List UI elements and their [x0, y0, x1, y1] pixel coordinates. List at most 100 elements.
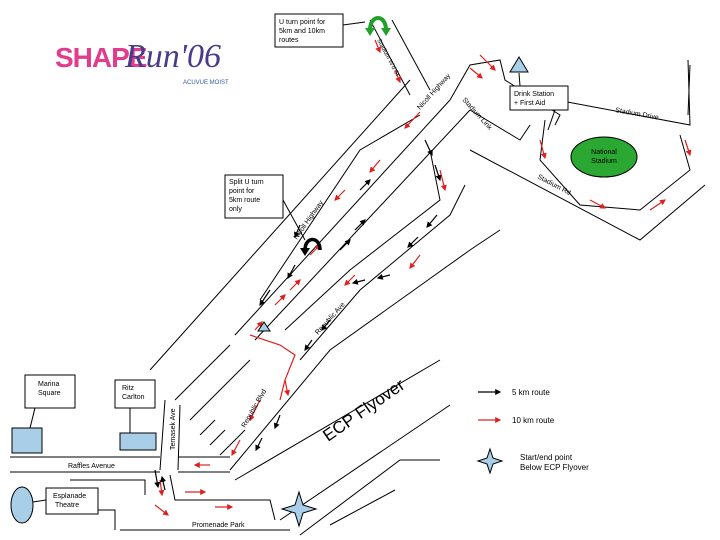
callout-text: Carlton	[122, 394, 145, 401]
arrow-10km	[154, 504, 169, 516]
road-label-stadium-drive: Stadium Drive	[615, 107, 660, 122]
arrow-5km	[259, 289, 271, 306]
legend-start-label-1: Start/end point	[520, 453, 573, 462]
logo-shape-text: SHAPE	[55, 42, 147, 73]
callout-text: only	[229, 206, 242, 213]
republic-ave-1	[299, 184, 466, 361]
route-arrows	[154, 39, 692, 516]
arrow-5km	[351, 278, 366, 285]
road-label-small-street: Stadium W'd St	[375, 38, 400, 77]
stadium-link-2	[469, 109, 531, 141]
ecp-flyover-edge-4	[329, 489, 396, 526]
republic-blvd-1	[174, 344, 231, 401]
arrow-5km	[287, 264, 296, 280]
stadium-drive	[529, 59, 691, 126]
callout-uturn-both: U turn point for 5km and 10km routes	[274, 13, 366, 48]
stadium-link-1	[449, 59, 561, 126]
arrow-10km	[158, 479, 165, 497]
arrow-5km	[321, 319, 331, 331]
logo-run-text: Run'06	[125, 38, 222, 75]
arrow-5km	[255, 437, 263, 452]
legend-start-label-2: Below ECP Flyover	[520, 463, 589, 472]
inner-road-1	[259, 114, 421, 301]
arrow-5km	[354, 219, 366, 231]
stadium-label-1: National	[591, 149, 617, 156]
promenade-top	[169, 474, 276, 521]
shape-run-logo: SHAPE Run'06 ACUVUE MOIST	[55, 38, 255, 98]
callout-marina-square: Marina Square	[24, 374, 76, 429]
arrow-10km	[589, 199, 607, 209]
arrow-5km	[339, 239, 351, 251]
arrow-10km	[409, 254, 421, 269]
triangle-marker-icon	[509, 56, 529, 73]
arrow-10km	[274, 294, 286, 306]
stadium-rd	[469, 149, 706, 241]
arrow-5km	[160, 475, 167, 491]
stadium-street-left	[369, 19, 411, 96]
arrow-5km	[434, 164, 442, 182]
arrow-10km	[469, 67, 483, 79]
temasek-ave-right	[177, 404, 181, 471]
arrow-10km	[684, 139, 692, 157]
legend-10km-label: 10 km route	[512, 416, 555, 425]
road-label-stadium-rd: Stadium Rd	[536, 174, 572, 197]
esplanade-theatre-building	[10, 486, 34, 524]
temasek-ave-left	[159, 399, 166, 471]
arrow-10km	[344, 274, 356, 286]
arrow-5km	[304, 339, 313, 351]
arrow-5km	[407, 236, 419, 248]
arrow-10km	[369, 159, 381, 173]
route-10km-loop	[249, 334, 296, 401]
u-turn-arrow-icon	[365, 16, 391, 36]
callout-text: Square	[38, 390, 61, 397]
triangle-marker-icon	[257, 321, 271, 332]
arrow-10km	[439, 169, 447, 192]
callout-text: 5km and 10km	[279, 28, 325, 35]
stadium-label-2: Stadium	[591, 158, 617, 165]
road-label-republic-ave: Republic Ave	[314, 301, 347, 336]
arrow-5km	[154, 469, 161, 489]
callout-text: U turn point for	[279, 19, 326, 26]
ritz-carlton-building	[119, 432, 157, 451]
republic-ave-2	[229, 229, 501, 471]
esplanade-road-top	[70, 479, 146, 495]
road-label-republic-blvd: Republic Blvd	[241, 388, 269, 429]
callout-text: routes	[279, 37, 299, 44]
road-network	[10, 19, 706, 536]
arrow-10km	[539, 139, 547, 160]
callout-text: point for	[229, 188, 255, 195]
national-stadium-shape	[570, 136, 638, 178]
nicoll-highway-edge-2	[234, 99, 451, 336]
republic-blvd-3	[199, 419, 216, 436]
arrow-10km	[479, 54, 496, 71]
callout-text: 5km route	[229, 197, 260, 204]
arrow-10km	[289, 279, 301, 291]
inner-road-2	[284, 149, 441, 331]
republic-blvd-5	[219, 429, 246, 456]
legend: 5 km route 10 km route Start/end point B…	[476, 388, 589, 475]
arrow-10km	[284, 379, 291, 397]
arrow-5km	[426, 214, 438, 228]
ecp-flyover-edge-2	[279, 404, 451, 521]
callout-text: Marina	[38, 381, 60, 388]
logo-sponsor-text: ACUVUE MOIST	[183, 80, 229, 86]
legend-5km-label: 5 km route	[512, 388, 550, 397]
road-label-raffles-ave: Raffles Avenue	[68, 463, 115, 470]
callout-esplanade-theatre: Esplanade Theatre	[32, 487, 99, 515]
road-label-temasek-ave: Temasek Ave	[170, 408, 177, 450]
four-point-star-icon	[476, 447, 504, 475]
callout-text: Drink Station	[514, 91, 554, 98]
republic-blvd-4	[209, 429, 226, 446]
arrow-5km	[376, 273, 391, 280]
ecp-flyover-edge-3	[299, 459, 440, 536]
arrow-5km	[359, 179, 371, 191]
u-turn-arrow-icon	[300, 237, 322, 256]
arrow-10km	[334, 189, 346, 201]
callout-ritz-carlton: Ritz Carlton	[114, 379, 156, 433]
callout-drink-station: Drink Station + First Aid	[509, 72, 569, 131]
four-point-star-icon	[280, 490, 318, 528]
republic-blvd-2	[189, 359, 251, 421]
arrow-10km	[249, 399, 261, 422]
arrow-10km	[374, 39, 381, 54]
ecp-flyover-edge-1	[234, 359, 441, 481]
